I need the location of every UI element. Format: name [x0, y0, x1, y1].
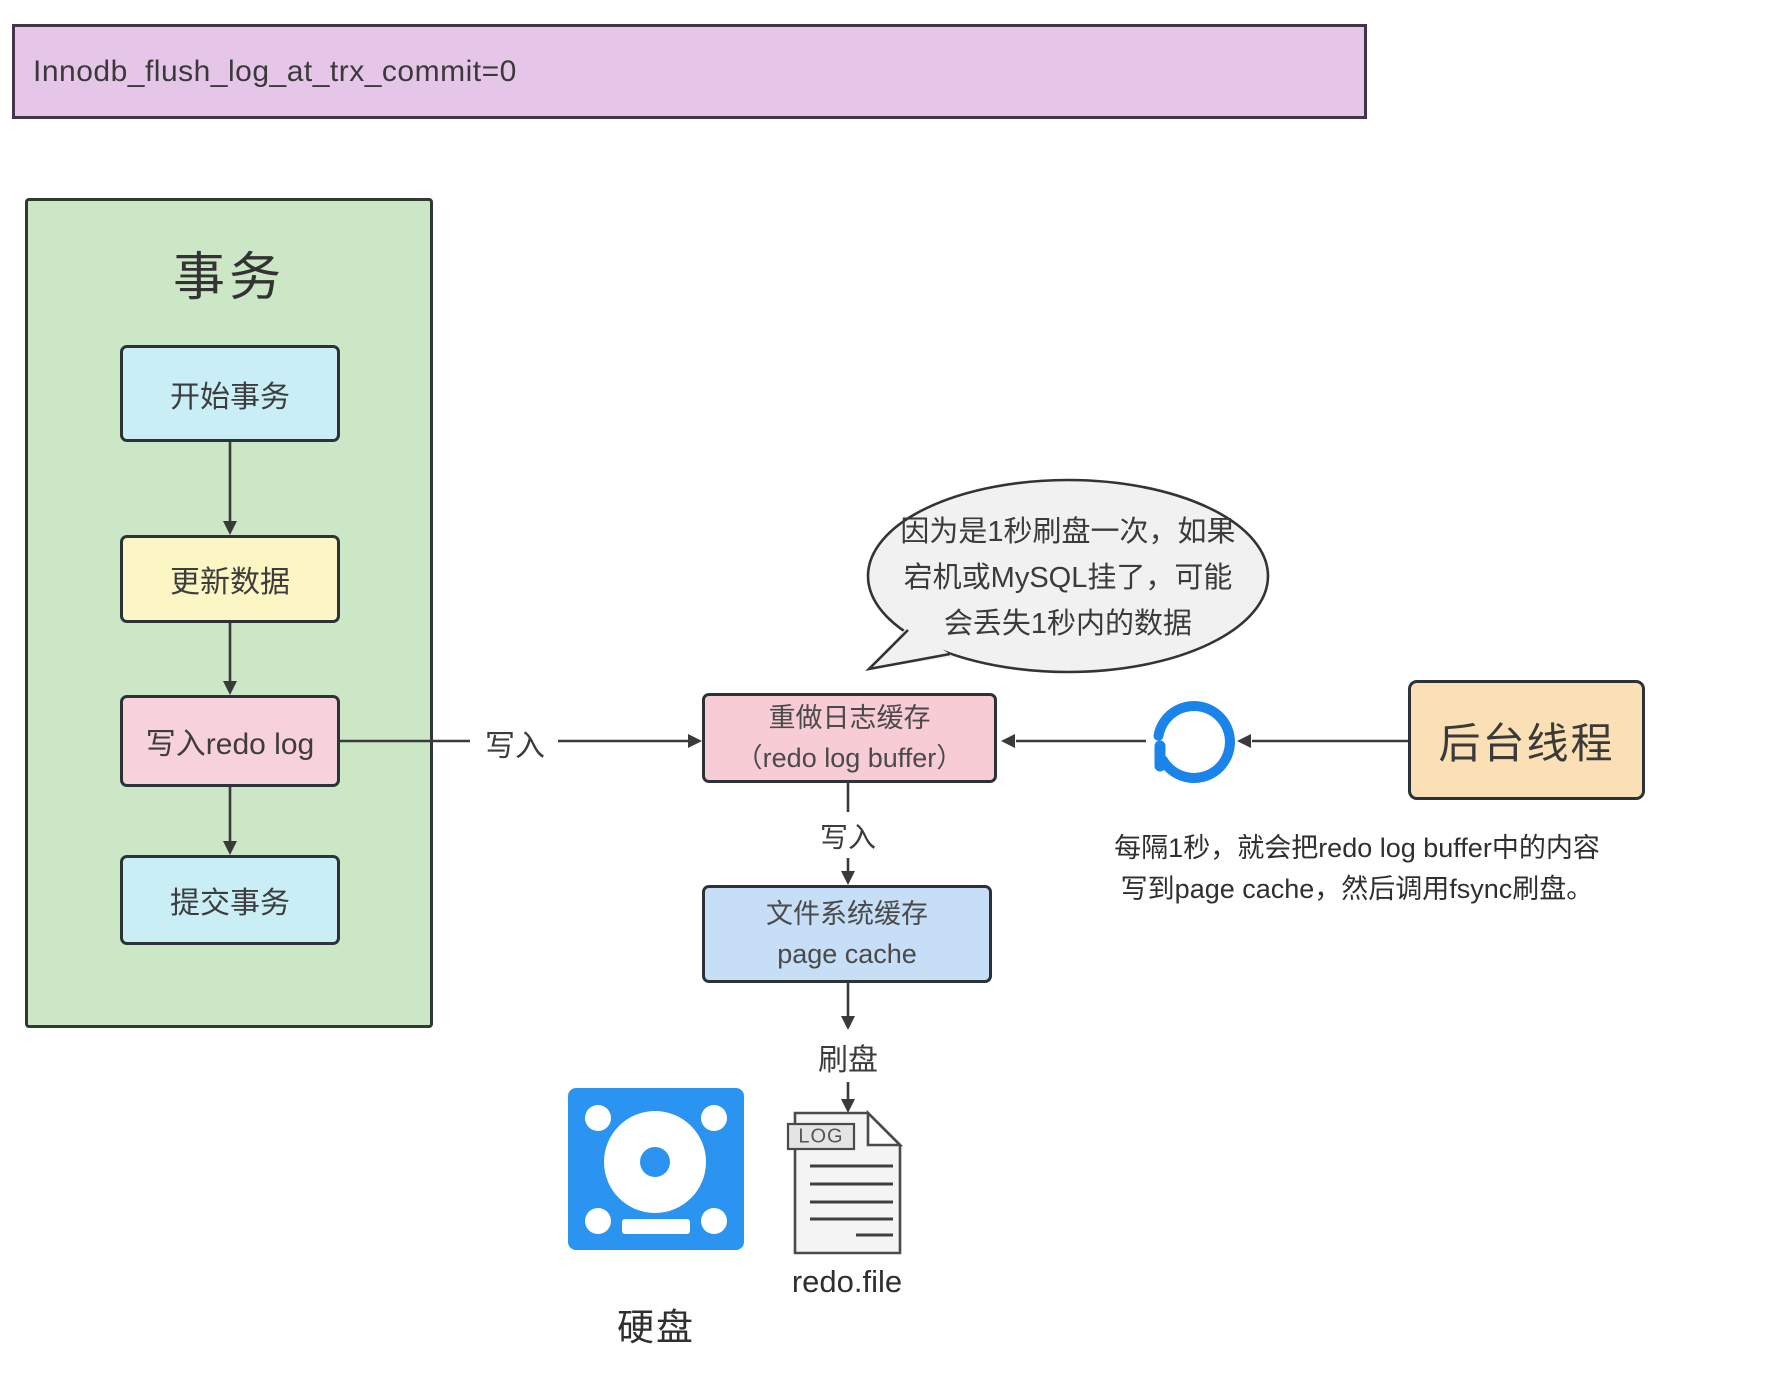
- thread-note-line2: 写到page cache，然后调用fsync刷盘。: [1120, 874, 1594, 904]
- page-cache-line1: 文件系统缓存: [766, 899, 928, 929]
- log-file-name: redo.file: [791, 1264, 903, 1299]
- page-cache-line2: page cache: [777, 939, 917, 969]
- redo-log-buffer-line2: （redo log buffer）: [735, 743, 964, 773]
- step-write-redo-log: 写入redo log: [120, 695, 340, 787]
- arrow-sync-to-buffer: [1001, 734, 1146, 748]
- write-label-vertical: 写入: [819, 822, 877, 853]
- speech-bubble-line1: 因为是1秒刷盘一次，如果: [900, 516, 1236, 548]
- step-update-data: 更新数据: [120, 535, 340, 623]
- redo-log-buffer-line1: 重做日志缓存: [768, 703, 931, 733]
- speech-bubble-text: 因为是1秒刷盘一次，如果 宕机或MySQL挂了，可能 会丢失1秒内的数据: [853, 509, 1283, 647]
- background-thread-box: 后台线程: [1408, 680, 1645, 800]
- transaction-panel-title: 事务: [172, 248, 285, 307]
- thread-note-text: 每隔1秒，就会把redo log buffer中的内容 写到page cache…: [1037, 828, 1677, 910]
- flush-label: 刷盘: [818, 1044, 878, 1077]
- speech-bubble-line3: 会丢失1秒内的数据: [943, 608, 1193, 640]
- hard-disk-label: 硬盘: [617, 1307, 695, 1348]
- speech-bubble-line2: 宕机或MySQL挂了，可能: [903, 562, 1233, 594]
- step-commit-transaction: 提交事务: [120, 855, 340, 945]
- page-cache-box: 文件系统缓存 page cache: [702, 885, 992, 983]
- write-label-horizontal: 写入: [485, 730, 545, 763]
- arrow-thread-to-sync: [1237, 734, 1408, 748]
- hard-disk-icon: [568, 1088, 744, 1250]
- log-file-tab-label: LOG: [798, 1125, 844, 1148]
- redo-log-buffer-box: 重做日志缓存 （redo log buffer）: [702, 693, 997, 783]
- thread-note-line1: 每隔1秒，就会把redo log buffer中的内容: [1114, 833, 1600, 863]
- step-begin-transaction: 开始事务: [120, 345, 340, 442]
- config-banner: Innodb_flush_log_at_trx_commit=0: [12, 24, 1367, 119]
- sync-icon: [1153, 701, 1235, 783]
